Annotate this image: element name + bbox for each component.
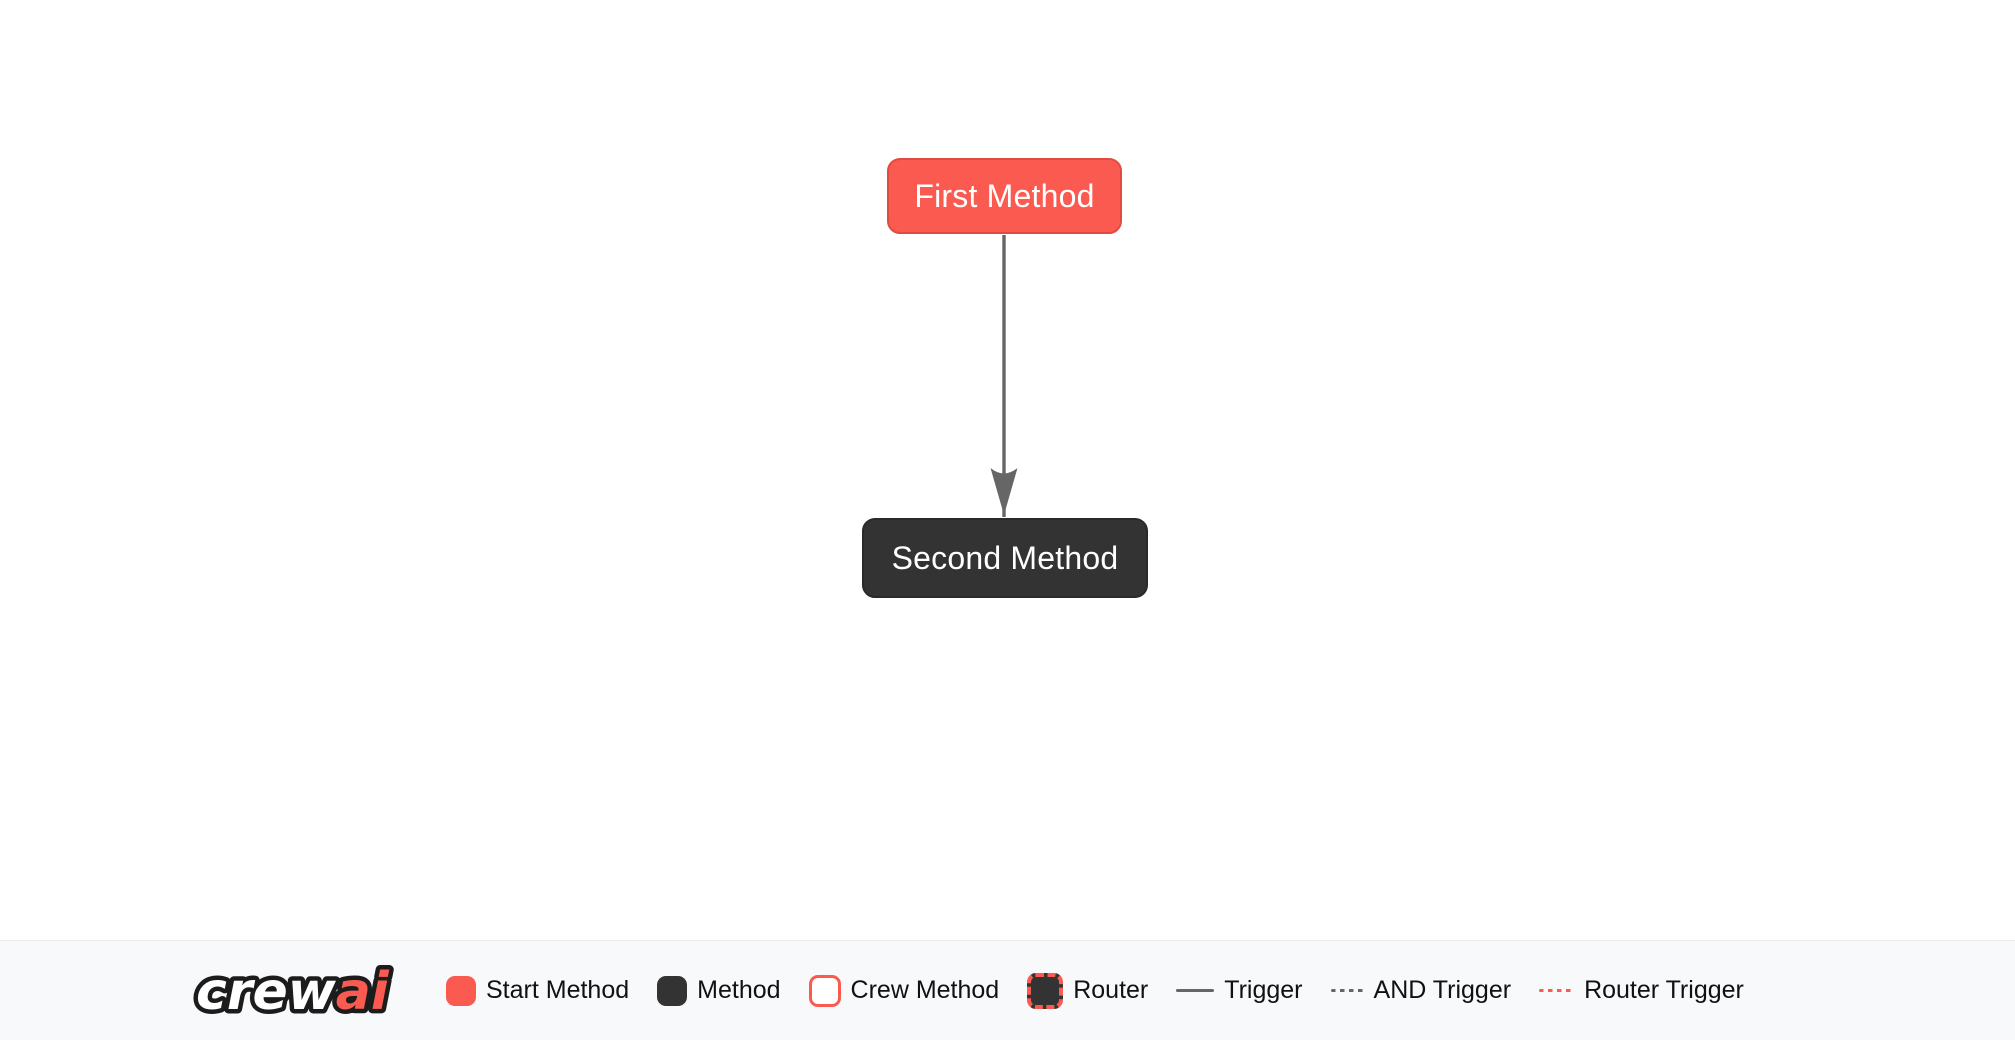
- and-trigger-line-icon: [1330, 989, 1364, 992]
- legend-item-and-trigger: AND Trigger: [1330, 976, 1512, 1005]
- router-trigger-line-icon: [1539, 989, 1575, 992]
- legend-label: AND Trigger: [1373, 976, 1512, 1004]
- crewai-logo: crewai crewai: [190, 954, 399, 1028]
- legend-item-trigger: Trigger: [1176, 976, 1303, 1005]
- node-first-method[interactable]: First Method: [887, 158, 1122, 234]
- legend-label: Router Trigger: [1584, 976, 1744, 1004]
- legend-item-router-trigger: Router Trigger: [1539, 976, 1744, 1005]
- method-swatch-icon: [657, 975, 688, 1006]
- legend-label: Router: [1073, 976, 1149, 1004]
- flow-canvas[interactable]: First Method Second Method: [0, 0, 2015, 940]
- legend-item-start-method: Start Method: [446, 975, 630, 1006]
- router-swatch-icon: [1027, 972, 1064, 1009]
- legend-label: Method: [697, 976, 781, 1004]
- start-method-swatch-icon: [446, 975, 476, 1006]
- legend-label: Crew Method: [850, 976, 1000, 1004]
- logo-text-ai: ai: [336, 962, 390, 1022]
- node-label: First Method: [914, 177, 1095, 214]
- logo-text: crewai: [196, 962, 390, 1022]
- legend-label: Start Method: [486, 976, 630, 1004]
- node-label: Second Method: [891, 539, 1119, 576]
- legend-item-router: Router: [1027, 972, 1149, 1009]
- trigger-line-icon: [1176, 989, 1215, 992]
- node-second-method[interactable]: Second Method: [862, 518, 1148, 598]
- legend-label: Trigger: [1224, 976, 1303, 1004]
- legend-footer: crewai crewai Start Method Method Crew M…: [0, 940, 2015, 1040]
- crew-method-swatch-icon: [808, 974, 841, 1007]
- edge-layer: [990, 235, 1018, 517]
- trigger-edge-arrowhead-icon: [990, 468, 1018, 515]
- legend-item-method: Method: [657, 975, 781, 1006]
- logo-halo: crewai: [196, 962, 390, 1022]
- logo-text-crew: crew: [196, 962, 337, 1022]
- legend-item-crew-method: Crew Method: [808, 974, 1000, 1007]
